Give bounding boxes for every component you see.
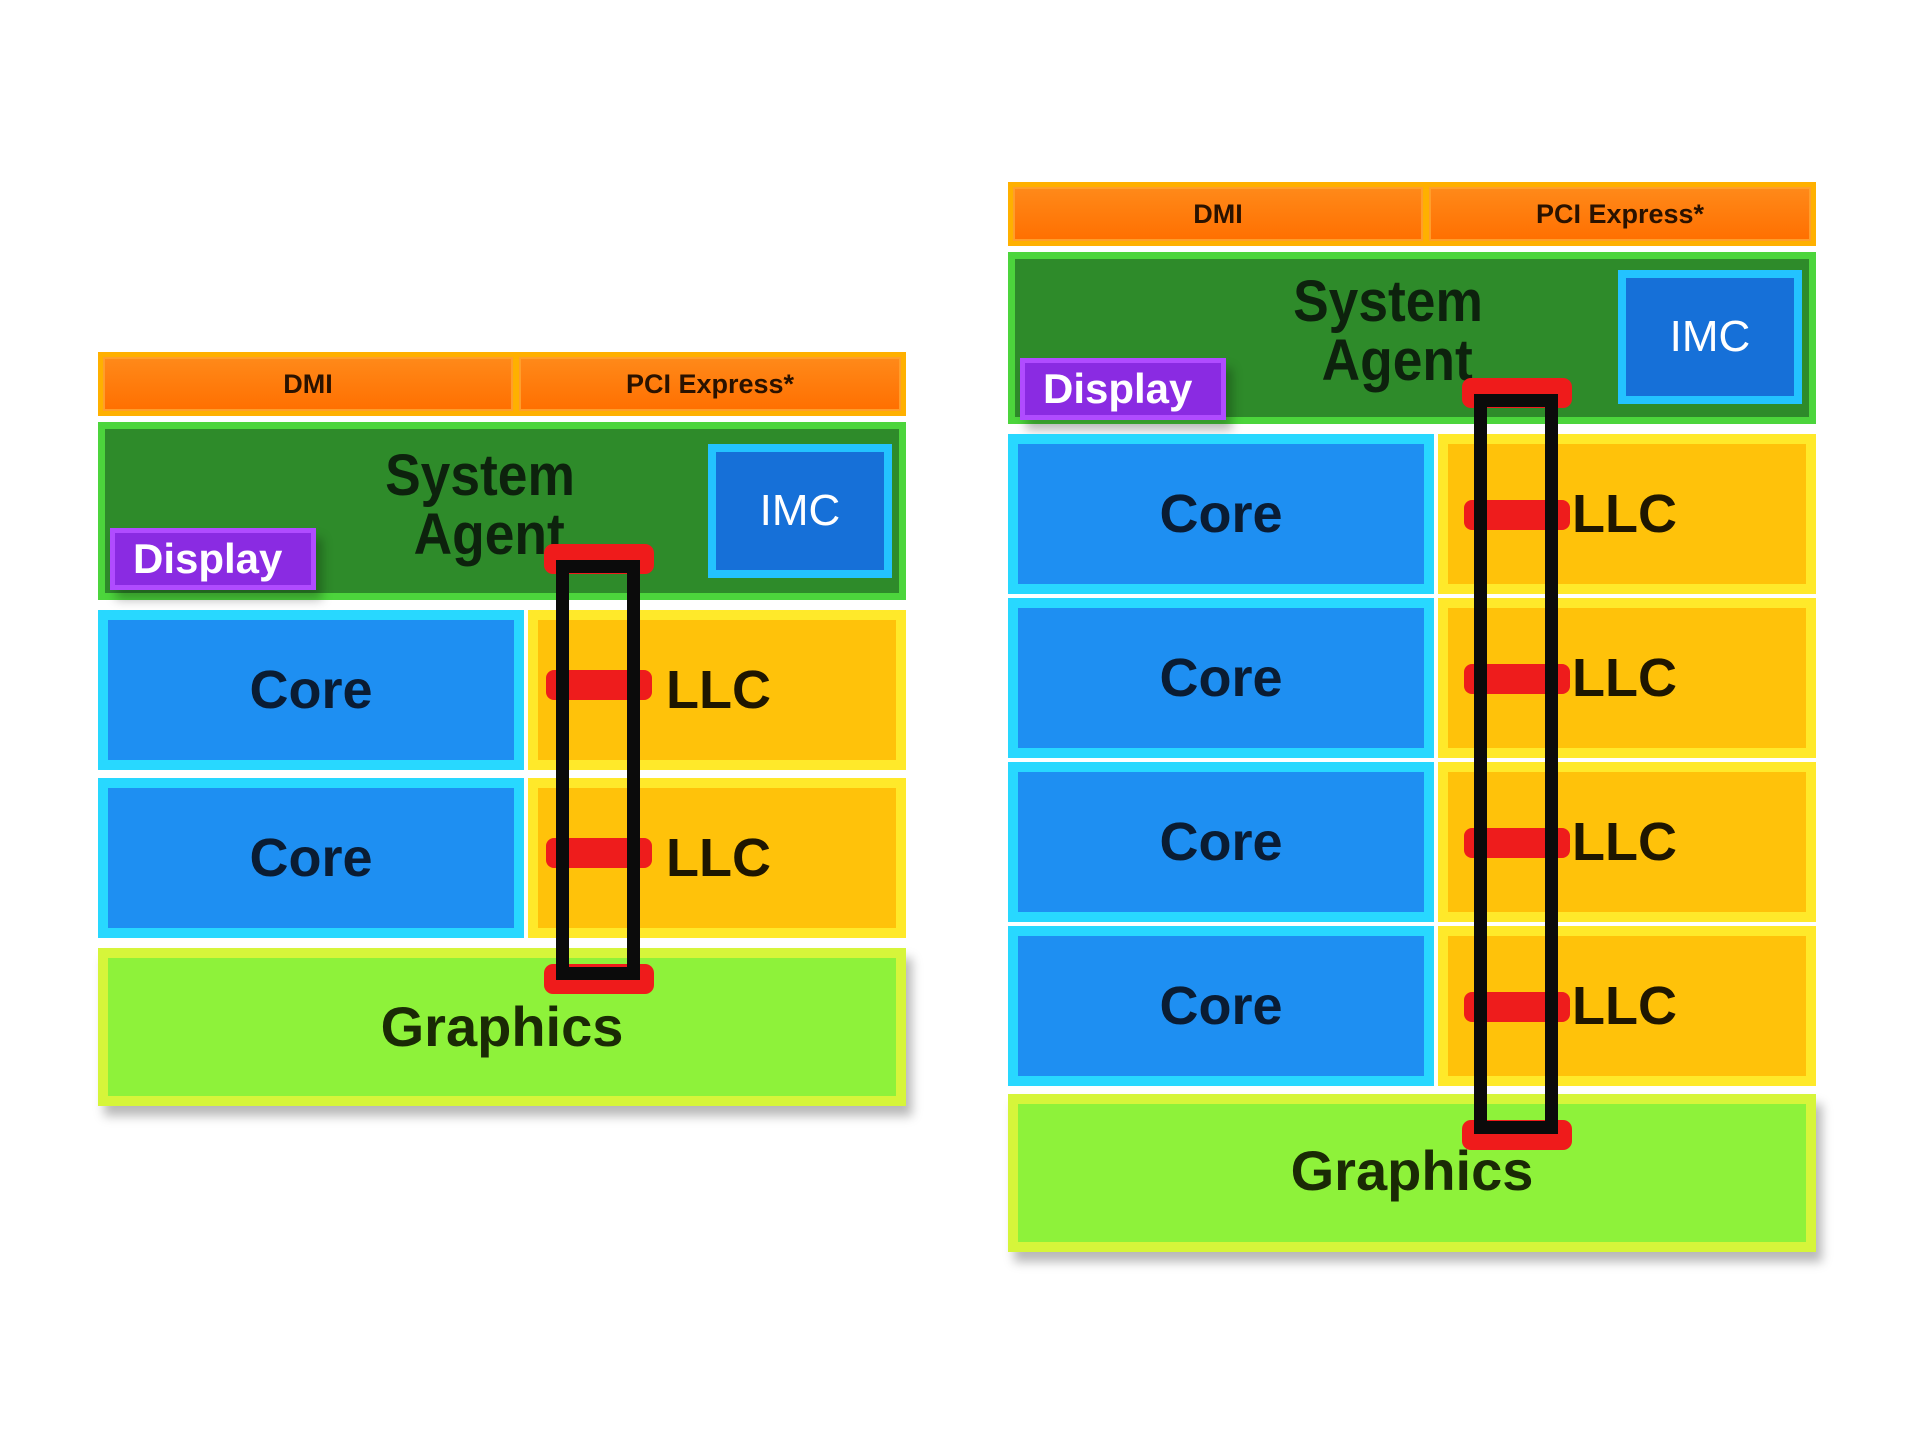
display-block: Display [1020, 358, 1226, 420]
die-diagram-two-core: DMI PCI Express* System Agent IMC Displa… [98, 352, 906, 1106]
core-block: Core [98, 610, 524, 770]
dmi-label: DMI [1193, 198, 1243, 229]
imc-block: IMC [1618, 270, 1802, 404]
llc-label: LLC [666, 828, 771, 888]
system-agent-label: System Agent [342, 446, 618, 564]
llc-label: LLC [1572, 484, 1677, 544]
core-label: Core [1159, 812, 1283, 872]
display-label: Display [133, 535, 283, 582]
dmi-block: DMI [98, 352, 518, 416]
core-label: Core [249, 828, 373, 888]
pcie-label: PCI Express* [1535, 198, 1705, 229]
core-block: Core [1008, 598, 1434, 758]
pcie-block: PCI Express* [514, 352, 906, 416]
pcie-label: PCI Express* [625, 368, 795, 399]
graphics-block: Graphics [1008, 1094, 1816, 1252]
core-label: Core [1159, 976, 1283, 1036]
llc-label: LLC [1572, 648, 1677, 708]
system-agent-line1: System [385, 443, 575, 508]
llc-label: LLC [1572, 976, 1677, 1036]
pcie-block: PCI Express* [1424, 182, 1816, 246]
graphics-label: Graphics [380, 995, 624, 1058]
core-label: Core [249, 660, 373, 720]
imc-label: IMC [759, 486, 841, 535]
core-block: Core [1008, 926, 1434, 1086]
imc-label: IMC [1669, 312, 1751, 361]
ring-bus [1474, 394, 1558, 1134]
llc-label: LLC [1572, 812, 1677, 872]
dmi-block: DMI [1008, 182, 1428, 246]
dmi-label: DMI [283, 368, 333, 399]
system-agent-label: System Agent [1241, 272, 1535, 390]
core-block: Core [1008, 434, 1434, 594]
system-agent-line2: Agent [1321, 328, 1473, 394]
core-block: Core [1008, 762, 1434, 922]
display-block: Display [110, 528, 316, 590]
core-label: Core [1159, 484, 1283, 544]
imc-block: IMC [708, 444, 892, 578]
llc-label: LLC [666, 660, 771, 720]
graphics-block: Graphics [98, 948, 906, 1106]
core-block: Core [98, 778, 524, 938]
system-agent-line1: System [1293, 269, 1483, 334]
ring-bus [556, 560, 640, 980]
die-diagram-four-core: DMI PCI Express* System Agent IMC Displa… [1008, 182, 1816, 1252]
system-agent-line2: Agent [413, 502, 565, 568]
llc-block: LLC [528, 610, 906, 770]
core-label: Core [1159, 648, 1283, 708]
display-label: Display [1043, 365, 1193, 412]
